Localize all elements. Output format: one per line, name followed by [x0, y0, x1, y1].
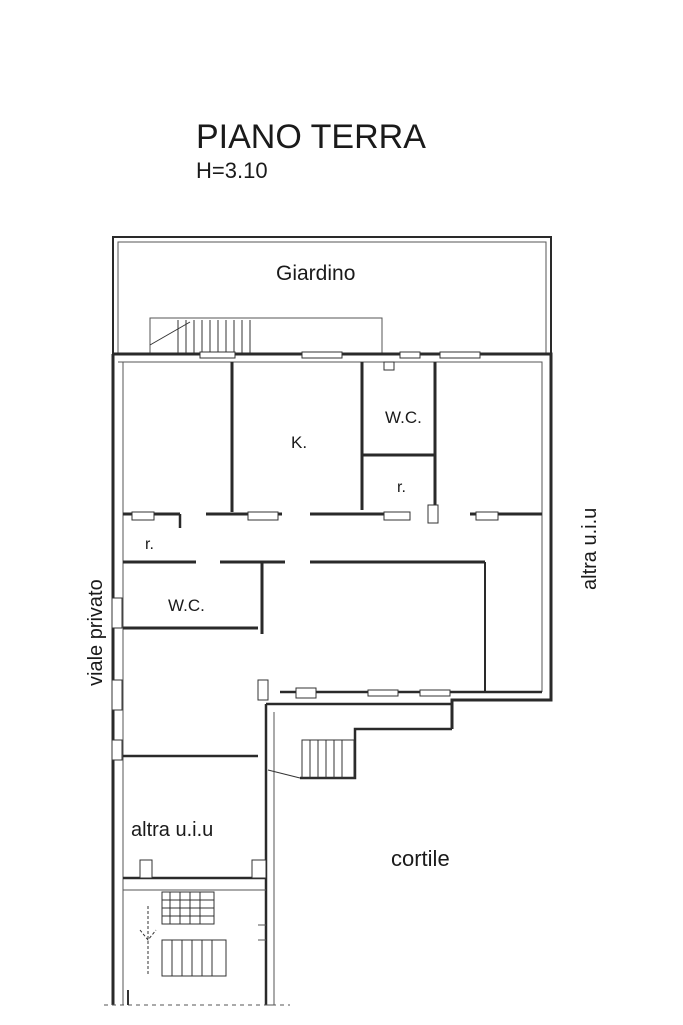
- garden-stairs: [149, 320, 251, 354]
- door-jambs: [111, 361, 499, 879]
- courtyard-label: cortile: [391, 846, 450, 871]
- wc-left-label: W.C.: [168, 596, 205, 615]
- plan-height: H=3.10: [196, 158, 268, 183]
- top-openings: [199, 351, 481, 359]
- garden-area: [112, 236, 552, 355]
- closet-left-label: r.: [145, 536, 154, 553]
- closet-upper-label: r.: [397, 479, 406, 496]
- plan-title: PIANO TERRA: [196, 118, 426, 156]
- wc-upper-label: W.C.: [385, 408, 422, 427]
- garden-label: Giardino: [276, 262, 355, 285]
- private-road-label: viale privato: [85, 579, 107, 686]
- other-unit-right-label: altra u.i.u: [579, 508, 601, 590]
- other-unit-bottom-label: altra u.i.u: [131, 819, 213, 841]
- interior-walls: [123, 362, 542, 891]
- courtyard-stairs: [267, 739, 355, 779]
- kitchen-label: K.: [291, 433, 307, 452]
- stairwell: [139, 891, 266, 977]
